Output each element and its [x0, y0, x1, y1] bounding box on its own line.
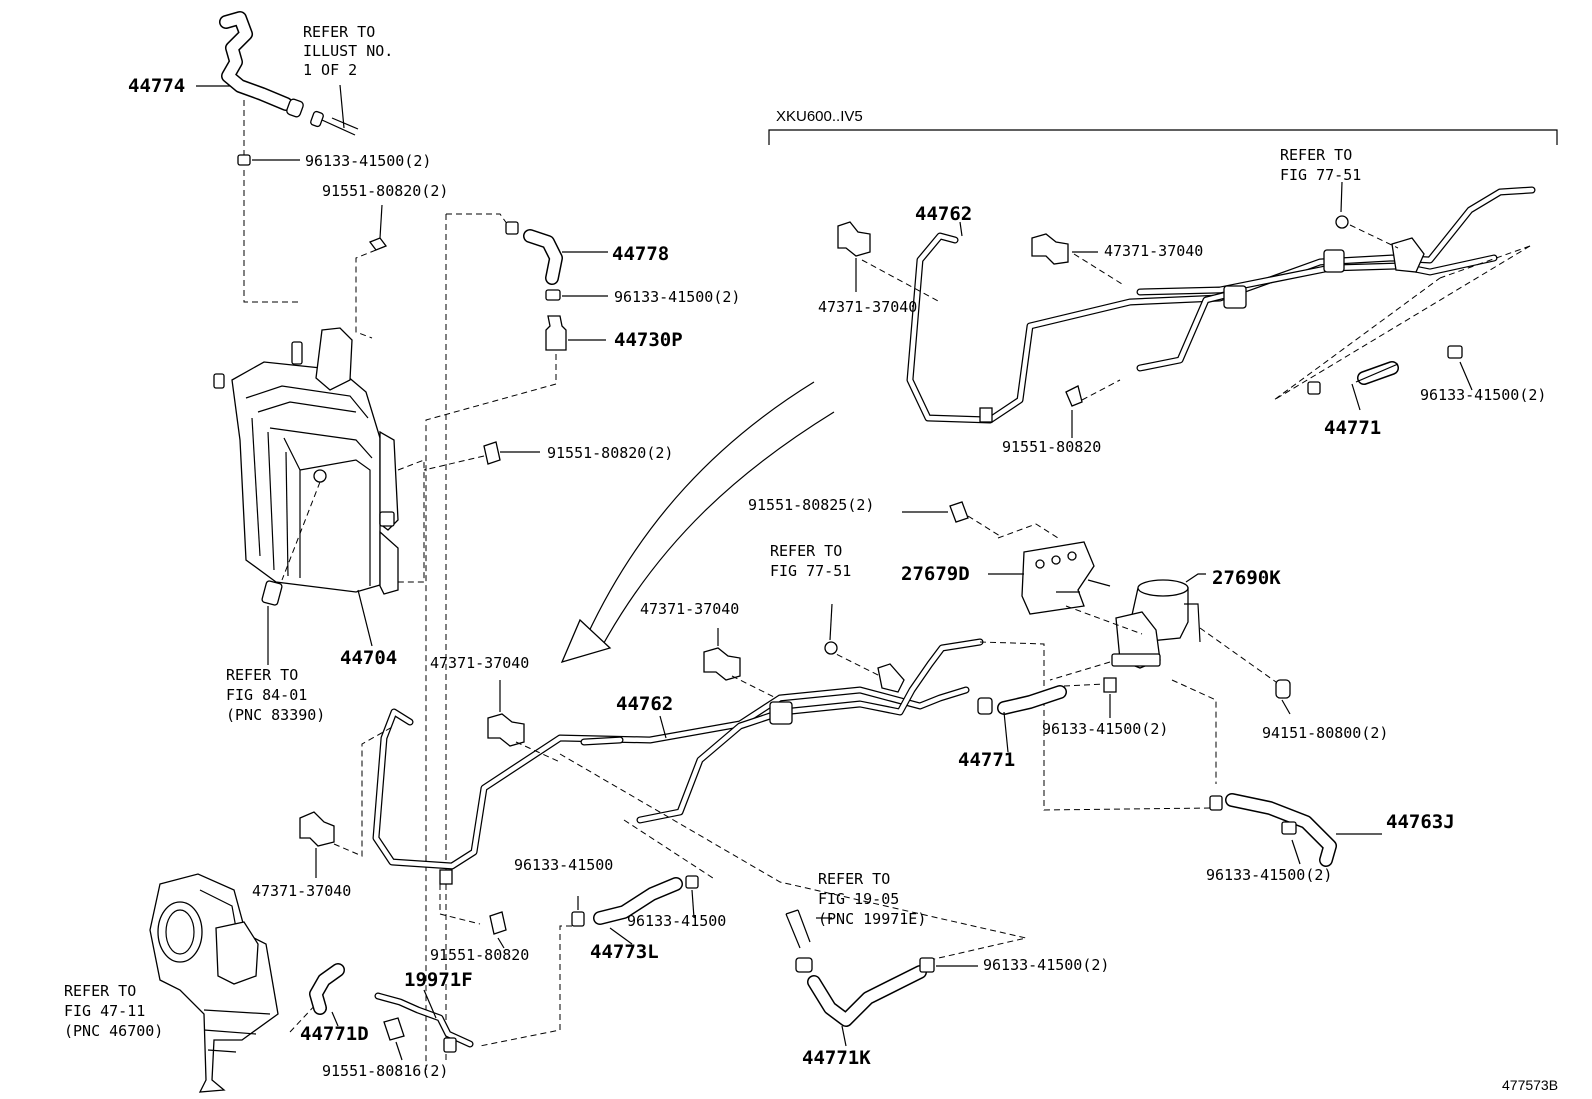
label-47371-37040-mid-1[interactable]: 47371-37040 [640, 600, 739, 618]
label-44773L[interactable]: 44773L [590, 941, 659, 963]
hose-clamp-icon [237, 154, 251, 166]
label-47371-37040-mid-2[interactable]: 47371-37040 [430, 654, 529, 672]
label-44774[interactable]: 44774 [128, 75, 185, 97]
label-96133-41500-2-e[interactable]: 96133-41500(2) [1206, 866, 1332, 884]
ref-fig-77-51-mid[interactable]: REFER TO FIG 77-51 [770, 542, 851, 580]
label-91551-80825-2[interactable]: 91551-80825(2) [748, 496, 874, 514]
bracket-27679D [902, 501, 1111, 615]
label-91551-80820-bottom[interactable]: 91551-80820 [430, 946, 529, 964]
label-19971F[interactable]: 19971F [404, 969, 473, 991]
hose-44773L [479, 875, 699, 1047]
pressure-sensor [261, 580, 283, 665]
hose-44763J [1209, 793, 1382, 867]
label-44762-mid[interactable]: 44762 [616, 693, 673, 715]
svg-text:(PNC 83390): (PNC 83390) [226, 706, 325, 724]
label-96133-41500-2-a[interactable]: 96133-41500(2) [305, 152, 431, 170]
clip-47371-37040-top-right [1031, 233, 1098, 265]
svg-text:REFER TO: REFER TO [303, 23, 375, 41]
ref-fig-19-05[interactable]: REFER TO FIG 19-05 (PNC 19971E) [818, 870, 926, 928]
svg-text:REFER TO: REFER TO [1280, 146, 1352, 164]
clip-47371-37040-top-left [837, 221, 871, 292]
hose-44774 [196, 11, 359, 166]
svg-text:REFER TO: REFER TO [64, 982, 136, 1000]
label-96133-41500-2-b[interactable]: 96133-41500(2) [614, 288, 740, 306]
label-91551-80816-2[interactable]: 91551-80816(2) [322, 1062, 448, 1080]
svg-text:REFER TO: REFER TO [770, 542, 842, 560]
svg-text:FIG 77-51: FIG 77-51 [1280, 166, 1361, 184]
hose-44771-mid [977, 677, 1117, 753]
svg-text:REFER TO: REFER TO [818, 870, 890, 888]
label-91551-80820-2-a[interactable]: 91551-80820(2) [322, 182, 448, 200]
label-96133-41500-b[interactable]: 96133-41500 [627, 912, 726, 930]
label-44778[interactable]: 44778 [612, 243, 669, 265]
label-96133-41500-2-f[interactable]: 96133-41500(2) [983, 956, 1109, 974]
hose-44771-top [1273, 245, 1531, 411]
label-44771-mid[interactable]: 44771 [958, 749, 1015, 771]
label-44730P[interactable]: 44730P [614, 329, 683, 351]
clip-47371-37040-bottom-left [299, 725, 395, 878]
clip-47371-37040-mid-2 [487, 680, 561, 763]
svg-text:(PNC 19971E): (PNC 19971E) [818, 910, 926, 928]
svg-text:FIG 47-11: FIG 47-11 [64, 1002, 145, 1020]
variant-bracket: XKU600..IV5 [768, 108, 1558, 145]
svg-text:FIG 77-51: FIG 77-51 [770, 562, 851, 580]
label-44771-top[interactable]: 44771 [1324, 417, 1381, 439]
svg-text:FIG 84-01: FIG 84-01 [226, 686, 307, 704]
label-44762-top[interactable]: 44762 [915, 203, 972, 225]
reference-notes: REFER TO ILLUST NO. 1 OF 2 REFER TO FIG … [64, 23, 1361, 1040]
clip-47371-37040-mid-1 [703, 628, 777, 699]
label-96133-41500-a[interactable]: 96133-41500 [514, 856, 613, 874]
part-labels: 44774 96133-41500(2) 91551-80820(2) 4477… [128, 75, 1546, 1080]
figure-number: 477573B [1502, 1077, 1558, 1093]
direction-arrow [560, 381, 835, 664]
hose-44771K [785, 909, 978, 1047]
label-96133-41500-2-c[interactable]: 96133-41500(2) [1420, 386, 1546, 404]
variant-header: XKU600..IV5 [776, 108, 863, 125]
svg-text:ILLUST NO.: ILLUST NO. [303, 42, 393, 60]
label-44771D[interactable]: 44771D [300, 1023, 369, 1045]
vacuum-pipe-assembly-middle [372, 603, 1211, 961]
label-44763J[interactable]: 44763J [1386, 811, 1455, 833]
label-44704[interactable]: 44704 [340, 647, 397, 669]
charcoal-canister-44704 [213, 327, 425, 647]
label-91551-80820-2-b[interactable]: 91551-80820(2) [547, 444, 673, 462]
ref-fig-47-11[interactable]: REFER TO FIG 47-11 (PNC 46700) [64, 982, 163, 1040]
svg-text:(PNC 46700): (PNC 46700) [64, 1022, 163, 1040]
label-44771K[interactable]: 44771K [802, 1047, 871, 1069]
label-94151-80800-2[interactable]: 94151-80800(2) [1262, 724, 1388, 742]
vacuum-pipe-assembly-top [861, 181, 1536, 438]
label-96133-41500-2-d[interactable]: 96133-41500(2) [1042, 720, 1168, 738]
throttle-body-assembly [149, 873, 319, 1093]
svg-text:FIG 19-05: FIG 19-05 [818, 890, 899, 908]
label-27679D[interactable]: 27679D [901, 563, 970, 585]
bolt-91551-80820-top [243, 170, 388, 339]
bolt-91551-80820-mid [423, 441, 540, 471]
label-91551-80820-top[interactable]: 91551-80820 [1002, 438, 1101, 456]
ref-illust-1-of-2[interactable]: REFER TO ILLUST NO. 1 OF 2 [303, 23, 393, 79]
label-47371-37040-top-right[interactable]: 47371-37040 [1104, 242, 1203, 260]
svg-text:1 OF 2: 1 OF 2 [303, 61, 357, 79]
pipe-19971F [374, 989, 474, 1061]
label-47371-37040-bottom-left[interactable]: 47371-37040 [252, 882, 351, 900]
svg-text:REFER TO: REFER TO [226, 666, 298, 684]
hose-44771D [309, 963, 345, 1027]
label-27690K[interactable]: 27690K [1212, 567, 1281, 589]
ref-fig-84-01[interactable]: REFER TO FIG 84-01 (PNC 83390) [226, 666, 325, 724]
vsv-27690K [1049, 573, 1291, 784]
bolt-91551-80820-bottom [489, 911, 507, 949]
label-47371-37040-top-left[interactable]: 47371-37040 [818, 298, 917, 316]
hose-44778-group [425, 213, 608, 1070]
ref-fig-77-51-top[interactable]: REFER TO FIG 77-51 [1280, 146, 1361, 184]
